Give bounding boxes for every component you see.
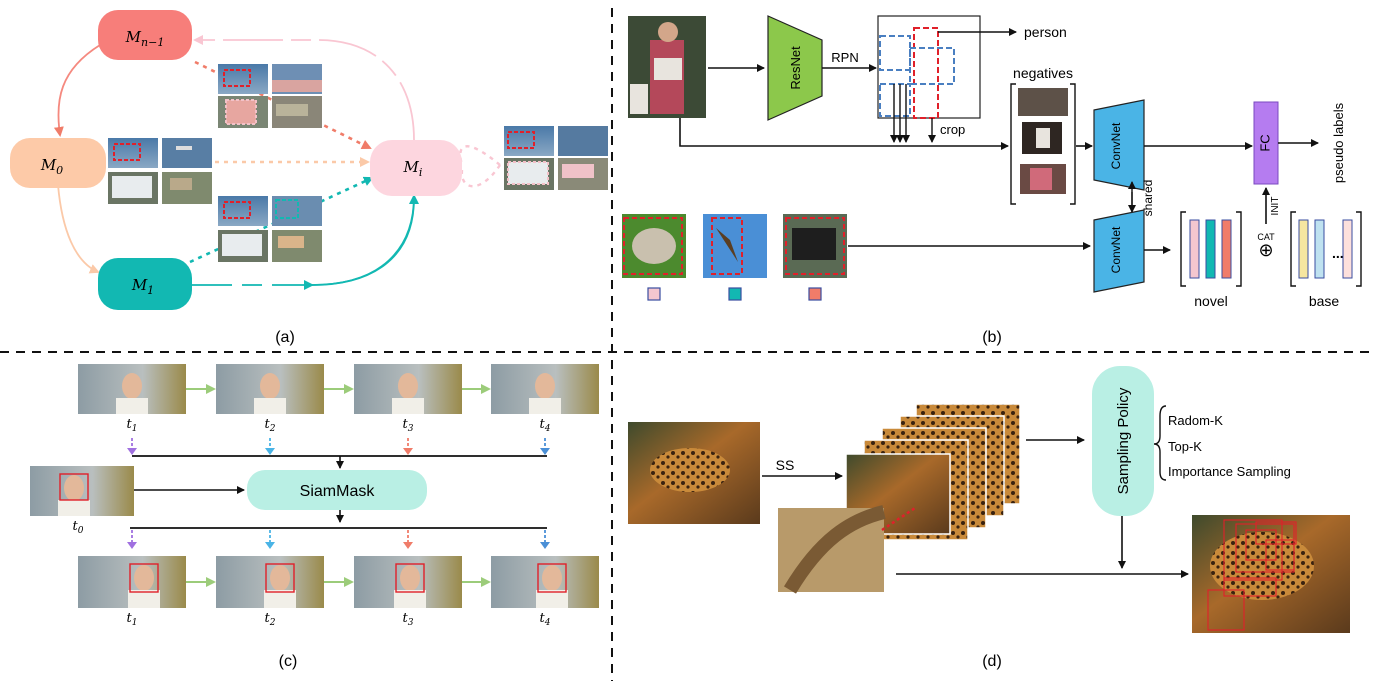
option-top-k: Top-K xyxy=(1168,439,1202,454)
edge-mn1-to-mi-dotted xyxy=(194,60,372,150)
cat-symbol: ⊕ xyxy=(1258,240,1273,260)
node-m1 xyxy=(98,258,192,310)
resnet-label: ResNet xyxy=(788,46,803,90)
novel-label: novel xyxy=(1194,293,1227,309)
sampling-policy-block xyxy=(1092,366,1154,516)
novel-vector-2 xyxy=(1205,219,1216,279)
panel-a: Mn−1 M0 M1 Mi xyxy=(10,10,608,346)
legend-swatch-teal xyxy=(728,287,742,301)
fc-label: FC xyxy=(1257,134,1272,151)
svg-text:t3: t3 xyxy=(403,417,414,434)
novel-vector-3 xyxy=(1221,219,1232,279)
edge-mn1-to-m0 xyxy=(53,44,101,137)
caption-c: (c) xyxy=(279,653,298,670)
thumbs-m0 xyxy=(108,138,212,204)
sampling-policy-label: Sampling Policy xyxy=(1115,387,1132,494)
convnet-top-label: ConvNet xyxy=(1109,122,1123,169)
crop-label: crop xyxy=(940,122,965,137)
person-label: person xyxy=(1024,24,1067,40)
pseudo-labels-label: pseudo labels xyxy=(1331,102,1346,183)
svg-text:t1: t1 xyxy=(127,417,138,434)
thumbs-mn1 xyxy=(218,64,322,128)
node-m0 xyxy=(10,138,106,188)
panel-b: ResNet RPN person crop negatives ConvNet… xyxy=(622,15,1362,346)
t2-bottom-label: t xyxy=(265,611,271,626)
negatives-label: negatives xyxy=(1013,65,1073,81)
svg-text:t3: t3 xyxy=(403,611,414,628)
t3-bottom-label: t xyxy=(403,611,409,626)
svg-text:Mi: Mi xyxy=(403,158,423,179)
caption-d: (d) xyxy=(982,653,1002,670)
svg-text:M0: M0 xyxy=(40,156,63,177)
resnet-block xyxy=(767,15,823,121)
frames-bottom xyxy=(78,556,599,608)
panel-d: SS Sampling Policy Radom-K Top-K Importa… xyxy=(628,366,1350,670)
edge-m0-to-m1 xyxy=(57,184,100,274)
support-image-bird xyxy=(703,214,767,278)
node-m-n-1-label: M xyxy=(125,28,142,46)
base-vector-1 xyxy=(1298,219,1309,279)
t3-top-label: t xyxy=(403,417,409,432)
convnet-bottom-label: ConvNet xyxy=(1109,226,1123,273)
node-m1-label: M xyxy=(131,276,148,294)
caption-a: (a) xyxy=(275,329,295,346)
svg-text:t4: t4 xyxy=(540,611,551,628)
t1-bottom-label: t xyxy=(127,611,133,626)
rpn-label: RPN xyxy=(831,50,858,65)
base-vector-3 xyxy=(1342,219,1353,279)
caption-b: (b) xyxy=(982,329,1002,346)
svg-text:t1: t1 xyxy=(127,611,138,628)
panel-c: t1 t2 t3 t4 t0 SiamMask xyxy=(30,364,599,670)
base-vector-2 xyxy=(1314,219,1325,279)
svg-text:t4: t4 xyxy=(540,417,551,434)
t4-top-label: t xyxy=(540,417,546,432)
convnet-bottom xyxy=(1093,209,1145,293)
edge-mi-self-loop xyxy=(459,145,501,188)
detection-boxes xyxy=(1207,519,1297,631)
ss-label: SS xyxy=(776,457,795,473)
legend-swatch-red xyxy=(808,287,822,301)
node-m0-label: M xyxy=(40,156,57,174)
option-random-k: Radom-K xyxy=(1168,413,1223,428)
svg-text:Mn−1: Mn−1 xyxy=(125,28,165,49)
edge-mi-to-mn1 xyxy=(193,35,415,141)
legend-swatch-pink xyxy=(647,287,661,301)
options-brace xyxy=(1153,405,1167,481)
siammask-block xyxy=(247,470,427,510)
siammask-label: SiamMask xyxy=(300,483,376,500)
init-label: INIT xyxy=(1270,197,1281,216)
region-crops-stack xyxy=(778,403,1021,594)
svg-text:t2: t2 xyxy=(265,611,276,628)
svg-text:M1: M1 xyxy=(131,276,154,297)
shared-label: shared xyxy=(1141,180,1155,217)
node-mi-label: M xyxy=(403,158,420,176)
convnet-top xyxy=(1093,99,1145,191)
negative-crop-1 xyxy=(1018,88,1068,116)
node-m-n-1 xyxy=(98,10,192,60)
t4-bottom-label: t xyxy=(540,611,546,626)
svg-text:t2: t2 xyxy=(265,417,276,434)
fc-layer xyxy=(1253,101,1279,185)
novel-vector-1 xyxy=(1189,219,1200,279)
svg-text:t0: t0 xyxy=(73,519,84,536)
t0-label: t xyxy=(73,519,79,534)
base-label: base xyxy=(1309,293,1340,309)
t1-top-label: t xyxy=(127,417,133,432)
node-mi xyxy=(370,140,462,196)
thumbs-mi xyxy=(504,126,608,190)
frames-top xyxy=(78,364,599,414)
edge-m1-mi-curve xyxy=(311,185,415,286)
cat-label: CAT xyxy=(1257,232,1275,242)
t2-top-label: t xyxy=(265,417,271,432)
thumbs-m1 xyxy=(218,196,322,262)
base-ellipsis: ... xyxy=(1332,245,1344,261)
option-importance-sampling: Importance Sampling xyxy=(1168,464,1291,479)
proposal-box xyxy=(877,15,981,119)
